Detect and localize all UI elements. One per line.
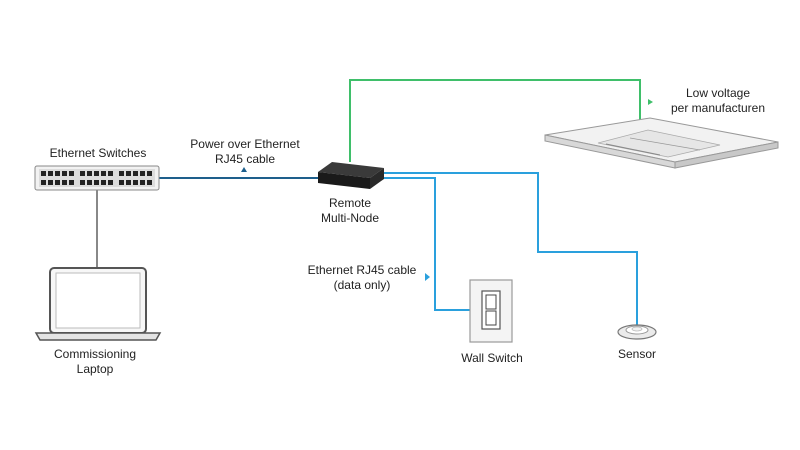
data-cable-sensor — [382, 172, 638, 326]
remote-multi-node-label: Remote Multi-Node — [320, 196, 380, 225]
low-voltage-arrow-icon — [648, 99, 653, 105]
sensor-icon — [617, 324, 657, 340]
low-voltage-label: Low voltage per manufacturen — [670, 86, 766, 115]
data-arrow-icon — [425, 273, 430, 281]
wall-switch-label: Wall Switch — [461, 351, 523, 365]
poe-arrow-icon — [241, 167, 247, 172]
ethernet-switches-label: Ethernet Switches — [49, 146, 147, 160]
poe-cable-label: Power over Ethernet RJ45 cable — [190, 137, 300, 166]
commissioning-laptop-label: Commissioning Laptop — [53, 347, 137, 376]
laptop-icon — [34, 267, 162, 341]
remote-multi-node-icon — [318, 162, 384, 189]
ethernet-data-cable-label: Ethernet RJ45 cable (data only) — [307, 263, 417, 292]
wall-switch-icon — [469, 279, 513, 343]
low-voltage-cable — [349, 79, 641, 162]
light-fixture-icon — [544, 117, 779, 169]
ethernet-switch-icon — [34, 165, 160, 191]
data-cable-wall-switch — [382, 177, 470, 311]
sensor-label: Sensor — [617, 347, 657, 361]
